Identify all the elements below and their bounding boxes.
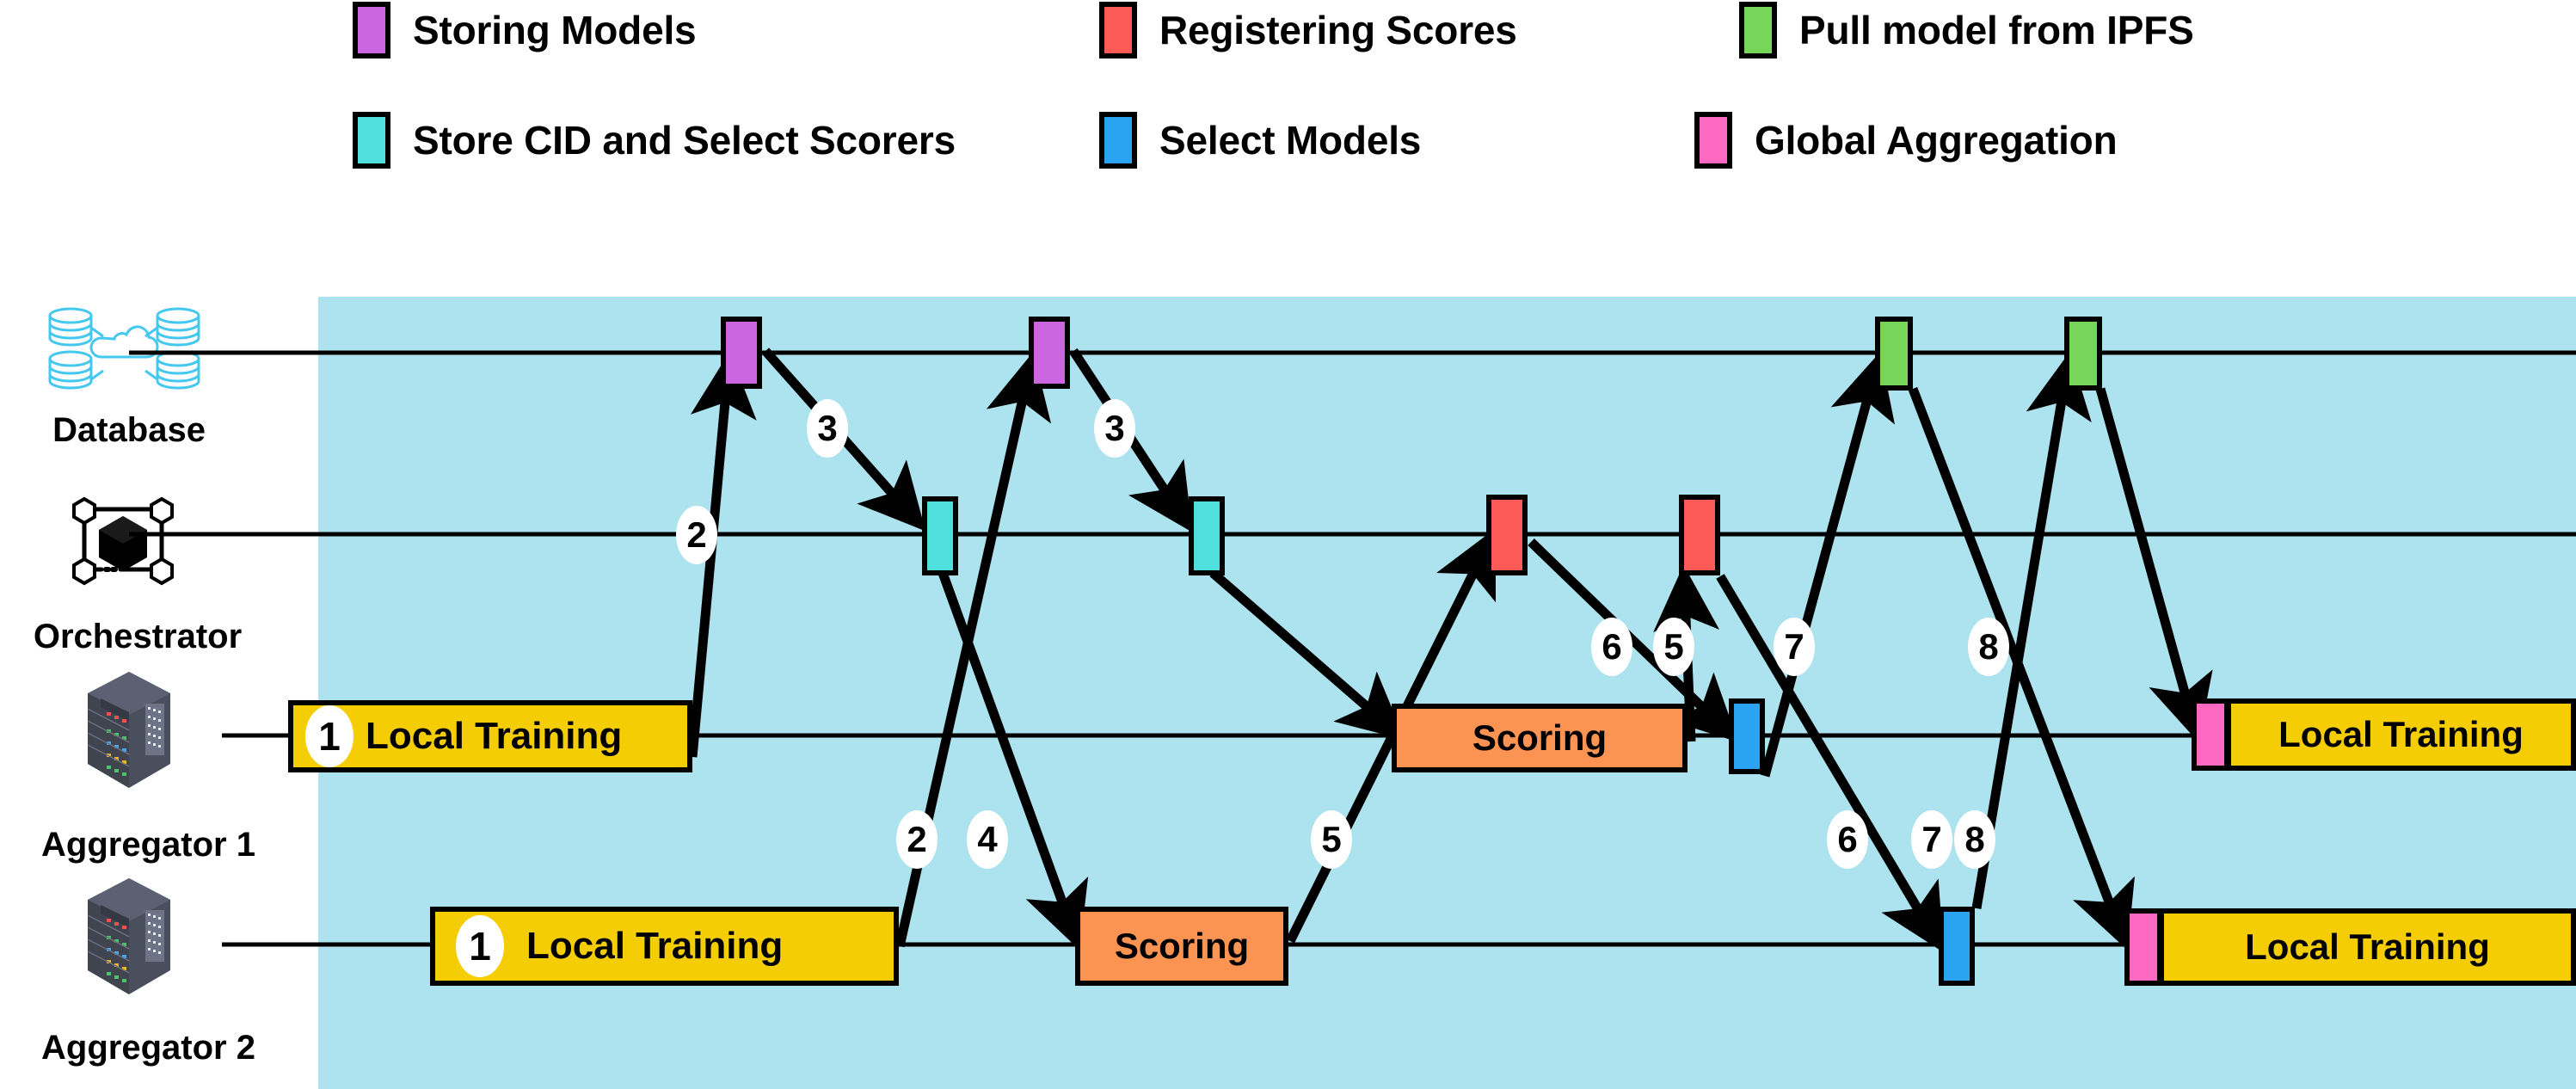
marker-storing-models-2[interactable] [1029,317,1070,389]
step-number-8: 8 [1954,810,1995,869]
arrow-8-pull-2-to-aggregator-1 [2095,387,2213,742]
legend-swatch-select-models [1099,112,1137,169]
legend-item-registering-scores: Registering Scores [1099,2,1517,58]
legend-swatch-registering-scores [1099,2,1137,58]
legend-label-storing-models: Storing Models [413,8,697,52]
marker-select-models-2[interactable] [1939,907,1975,986]
step-number-5: 5 [1311,810,1352,869]
arrow-4-cid-to-a2-scoring [938,571,1089,951]
marker-pull-model-from-ipfs-1[interactable] [1875,317,1913,391]
step-number-3: 3 [807,399,848,458]
legend-swatch-storing-models [353,2,390,58]
legend-swatch-store-cid-and-select-scorers [353,112,390,169]
arrow-8-pull-1-to-aggregator-2 [1908,387,2135,951]
legend-item-store-cid-and-select-scorers: Store CID and Select Scorers [353,112,956,169]
activity-label: Local Training [526,925,784,967]
marker-registering-scores-1[interactable] [1486,495,1528,575]
step-number-2: 2 [896,810,938,869]
legend-swatch-pull-model-from-ipfs [1739,2,1777,58]
lane-label-aggregator-2: Aggregator 2 [41,1029,255,1067]
step-badge: 1 [456,915,504,977]
step-number-7: 7 [1911,810,1952,869]
marker-select-models-1[interactable] [1729,698,1765,774]
step-number-3: 3 [1094,399,1135,458]
arrow-6-register-to-select-2 [1716,574,1944,953]
legend-item-global-aggregation: Global Aggregation [1694,112,2118,169]
legend-label-pull-model-from-ipfs: Pull model from IPFS [1799,8,2194,52]
activity-aggregator-2-scoring[interactable]: Scoring [1075,907,1288,986]
arrow-5-a2-scoring-to-register [1286,528,1497,944]
legend-item-select-models: Select Models [1099,112,1421,169]
step-number-6: 6 [1591,618,1632,676]
marker-storing-models-1[interactable] [721,317,762,389]
step-number-7: 7 [1774,618,1815,676]
activity-aggregator-1-local-training-1[interactable]: 1 Local Training [288,700,692,772]
activity-label: Local Training [366,715,623,757]
lifeline-group [129,350,2576,947]
legend-label-select-models: Select Models [1159,118,1422,163]
marker-registering-scores-2[interactable] [1679,495,1720,575]
step-number-6: 6 [1827,810,1868,869]
legend: Storing Models Registering Scores Pull m… [0,0,2576,169]
step-badge: 1 [305,705,354,767]
step-number-8: 8 [1968,618,2009,676]
activity-label: Scoring [1472,717,1608,758]
legend-swatch-global-aggregation [1694,112,1732,169]
step-number-2: 2 [676,506,717,564]
activity-aggregator-2-local-training-2[interactable]: Local Training [2159,908,2576,986]
activity-aggregator-1-local-training-2[interactable]: Local Training [2226,698,2576,771]
arrow-7-select-2-to-pull [1971,351,2092,909]
database-cloud-icon [47,305,202,404]
arrow-2-a1-to-database [687,351,757,758]
lane-label-aggregator-1: Aggregator 1 [41,826,255,864]
server-rack-icon [82,668,176,797]
marker-global-aggregation-2[interactable] [2124,908,2162,986]
blockchain-node-icon [67,490,179,594]
step-number-4: 4 [967,810,1008,869]
legend-item-storing-models: Storing Models [353,2,697,58]
marker-store-cid-1[interactable] [922,496,958,575]
marker-global-aggregation-1[interactable] [2192,698,2229,771]
activity-label: Local Training [2278,714,2524,754]
server-rack-icon [82,874,176,1003]
lane-label-orchestrator: Orchestrator [33,618,243,655]
legend-item-pull-model-from-ipfs: Pull model from IPFS [1739,2,2194,58]
arrow-5-cid-to-a1-scoring [1209,569,1405,741]
activity-label: Scoring [1114,926,1250,966]
activity-aggregator-2-local-training-1[interactable]: 1 Local Training [430,907,899,986]
marker-store-cid-2[interactable] [1189,496,1225,575]
activity-aggregator-1-scoring[interactable]: Scoring [1392,704,1688,772]
arrow-7-select-1-to-pull [1760,352,1895,778]
legend-label-registering-scores: Registering Scores [1159,8,1517,52]
lane-label-database: Database [52,411,206,449]
legend-label-store-cid-and-select-scorers: Store CID and Select Scorers [413,118,956,163]
legend-label-global-aggregation: Global Aggregation [1755,118,2118,163]
activity-label: Local Training [2245,926,2490,967]
marker-pull-model-from-ipfs-2[interactable] [2064,317,2102,391]
step-number-5: 5 [1653,618,1694,676]
